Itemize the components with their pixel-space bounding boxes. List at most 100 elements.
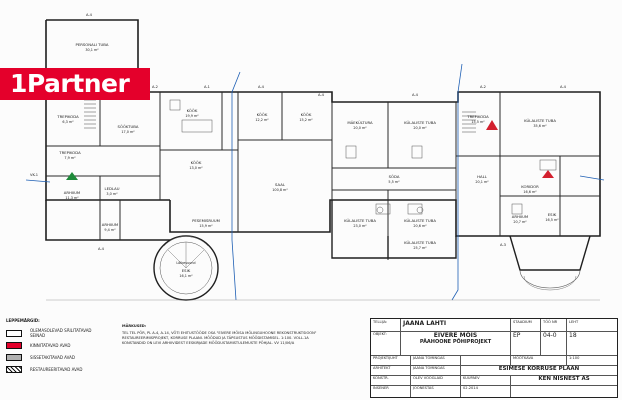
- room-name: ESIK: [548, 212, 557, 217]
- section-marker: A-2: [480, 85, 486, 89]
- partner-logo: 1Partner: [0, 68, 150, 100]
- page-value: 18: [569, 332, 577, 339]
- east-entrance: [509, 235, 591, 291]
- legend-item: OLEMASOLEVAD SÄILITATAVAD SEINAD: [6, 327, 106, 339]
- legend-item: SISSETAKITAVAD AVAD: [6, 351, 106, 363]
- room-name: KÖÖK: [257, 112, 268, 117]
- room-name: SÖDA: [389, 174, 400, 179]
- room-area: 13,0 m²: [189, 166, 203, 170]
- room-area: 100,8 m²: [272, 188, 288, 192]
- legend-swatch: [6, 353, 22, 361]
- room-area: 35,6 m²: [533, 124, 547, 128]
- object-name: EIVERE MÕIS: [433, 332, 478, 339]
- sheet-title: ESIMESE KORRUSE PLAAN: [498, 366, 580, 372]
- title-block: TELLIJA: JAANA LAHTI STAADIUM TÖÖ NR LEH…: [370, 318, 618, 398]
- room-area: 19,9 m²: [185, 114, 199, 118]
- section-marker: A-2: [152, 85, 158, 89]
- note-line: TEL TEL PÕR, PL A-4, A-14, VÕTI EHITUSTÖ…: [122, 331, 317, 335]
- legend-item: KINNITATAVAD AVAD: [6, 339, 106, 351]
- room-name: SAAL: [275, 182, 286, 187]
- stairs: [84, 99, 476, 133]
- room-area: 16,5 m²: [545, 218, 559, 222]
- room-area: 20,6 m²: [413, 224, 427, 228]
- legend-title: LEPPEMÄRGID:: [6, 318, 40, 323]
- room-name: KÖÖK: [301, 112, 312, 117]
- room-name: LEDLAU: [104, 186, 119, 191]
- room-name: KÜLALISTE TUBA: [404, 120, 436, 125]
- fixtures: [169, 99, 557, 215]
- role-label: PROJEKTIJUHT: [371, 355, 411, 365]
- room-area: 20,7 m²: [513, 220, 527, 224]
- firm-name: KEN NISNEST AS: [538, 376, 590, 382]
- date-label: KUUPÄEV: [461, 375, 511, 385]
- role-label: INSENER: [371, 385, 411, 397]
- legend-swatch: [6, 329, 22, 337]
- section-marker: A-4: [560, 85, 567, 89]
- interior-walls: [46, 91, 600, 260]
- role-label: KONSTR.: [371, 375, 411, 385]
- room-area: 16,6 m²: [523, 190, 537, 194]
- entry-marker-red: [486, 120, 498, 130]
- room-area: 6,3 m²: [62, 120, 74, 124]
- sheet-no-label: TÖÖ NR: [541, 319, 567, 331]
- room-area: 23,0 m²: [353, 224, 367, 228]
- room-name: KORIDOR: [521, 184, 539, 189]
- south-bay-walls: [331, 200, 457, 259]
- section-marker: A-3: [500, 243, 506, 247]
- room-name: ARHIIUM: [64, 190, 80, 195]
- room-name: ESIK: [182, 268, 191, 273]
- room-name: PERSONALI TUBA: [76, 42, 109, 47]
- room-name: TREPIKODA: [466, 114, 489, 119]
- section-lines: [25, 63, 605, 301]
- scale-value: 1:100: [569, 356, 580, 360]
- legend-swatch: [6, 341, 22, 349]
- room-name: PESEMISRUUM: [192, 218, 220, 223]
- room-name: HALL: [477, 174, 488, 179]
- room-area: 3,0 m²: [106, 192, 118, 196]
- notes: MÄRKUSED: TEL TEL PÕR, PL A-4, A-14, VÕT…: [122, 324, 362, 346]
- room-area: 9,4 m²: [104, 228, 116, 232]
- client-label: TELLIJA:: [371, 319, 401, 331]
- stage-label: STAADIUM: [511, 319, 541, 331]
- project-name: PÄAHOONE PÕHIPROJEKT: [419, 339, 492, 345]
- note-line: KONSTANDID ON LEVI ARHIIVIDEST EESKIRJAD…: [122, 341, 295, 345]
- room-area: 20,1 m²: [475, 180, 489, 184]
- role-name: JAANA TOMINGAS: [411, 365, 461, 375]
- room-area: 11,3 m²: [65, 196, 79, 200]
- vk-marker: VK-1: [30, 173, 38, 177]
- room-area: 7,9 m²: [64, 156, 76, 160]
- client-name: JAANA LAHTI: [401, 319, 511, 331]
- room-area: 25,7 m²: [413, 246, 427, 250]
- role-label: JOONESTAS: [411, 385, 461, 397]
- section-marker: A-4: [258, 85, 265, 89]
- room-name: KÜLALISTE TUBA: [404, 240, 436, 245]
- legend: LEPPEMÄRGID: OLEMASOLEVAD SÄILITATAVAD S…: [6, 318, 106, 375]
- room-name: KÜLALISTE TUBA: [524, 118, 556, 123]
- entry-marker-green: [66, 172, 78, 180]
- room-name: ARHIIUM: [102, 222, 118, 227]
- room-area: 15,9 m²: [199, 224, 213, 228]
- room-name: KÜLALISTE TUBA: [404, 218, 436, 223]
- room-name: KÜLALISTE TUBA: [344, 218, 376, 223]
- section-marker: A-4: [86, 13, 93, 17]
- date-value: 02.2014: [461, 385, 511, 397]
- role-name: JAANA TOMINGAS: [411, 355, 461, 365]
- section-marker: A-4: [98, 247, 105, 251]
- legend-swatch: [6, 365, 22, 373]
- section-marker: A-4: [318, 93, 325, 97]
- room-area: 5,5 m²: [388, 180, 400, 184]
- lift-direction-label: Lõikesuund: [176, 261, 195, 265]
- sheet-no-value: 04-0: [541, 331, 567, 355]
- room-name: KÖÖK: [191, 160, 202, 165]
- stage-value: EP: [511, 331, 541, 355]
- section-marker: A-1: [204, 85, 210, 89]
- room-area: 30,1 m²: [85, 48, 99, 52]
- room-area: 15,2 m²: [299, 118, 313, 122]
- section-marker: A-4: [412, 93, 419, 97]
- room-area: 12,2 m²: [255, 118, 269, 122]
- notes-title: MÄRKUSED:: [122, 324, 147, 328]
- room-area: 15,5 m²: [471, 120, 485, 124]
- object-label: OBJEKT:: [371, 331, 401, 355]
